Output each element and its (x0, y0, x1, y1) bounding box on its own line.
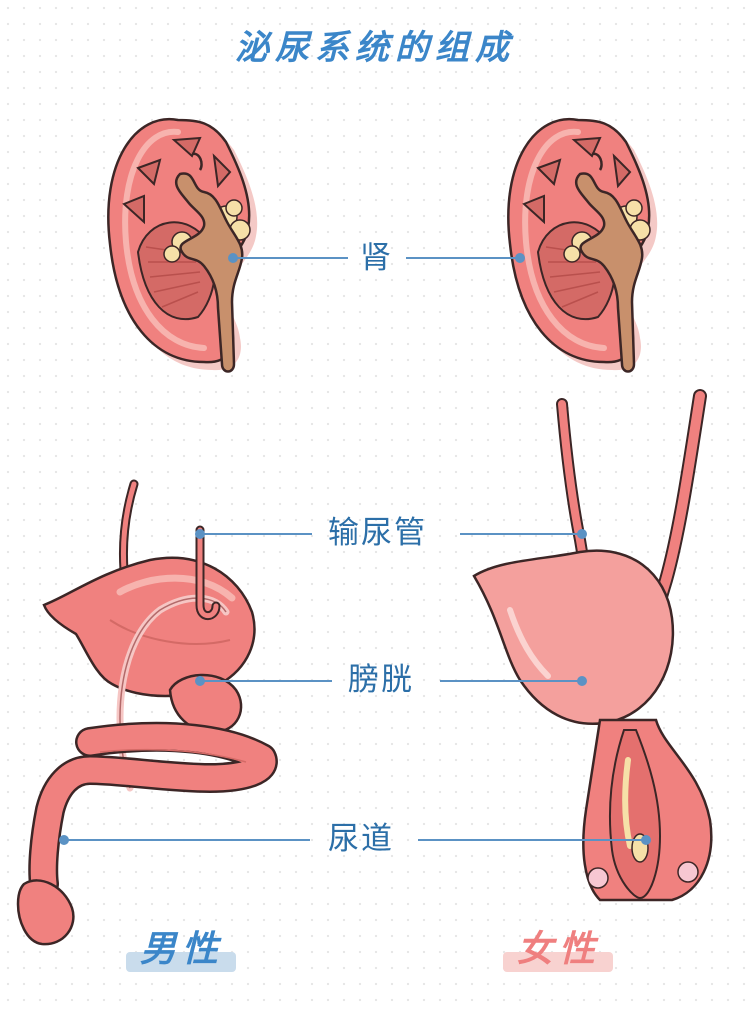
bladder-label: 膀胱 (348, 662, 414, 698)
female-kidney (508, 119, 657, 371)
page-title: 泌尿系统的组成 (235, 28, 515, 68)
male-caption-text: 男性 (140, 929, 225, 970)
kidney-label: 肾 (360, 240, 393, 276)
female-urinary-organs (472, 389, 713, 902)
female-caption-text: 女性 (517, 929, 602, 970)
male-caption: 男性 (126, 929, 237, 972)
leader-lines (59, 253, 651, 845)
ureter-label: 输尿管 (328, 515, 427, 551)
male-urinary-organs (16, 479, 278, 946)
female-caption: 女性 (503, 929, 614, 972)
urethra-label: 尿道 (328, 821, 394, 857)
male-kidney (108, 119, 257, 371)
